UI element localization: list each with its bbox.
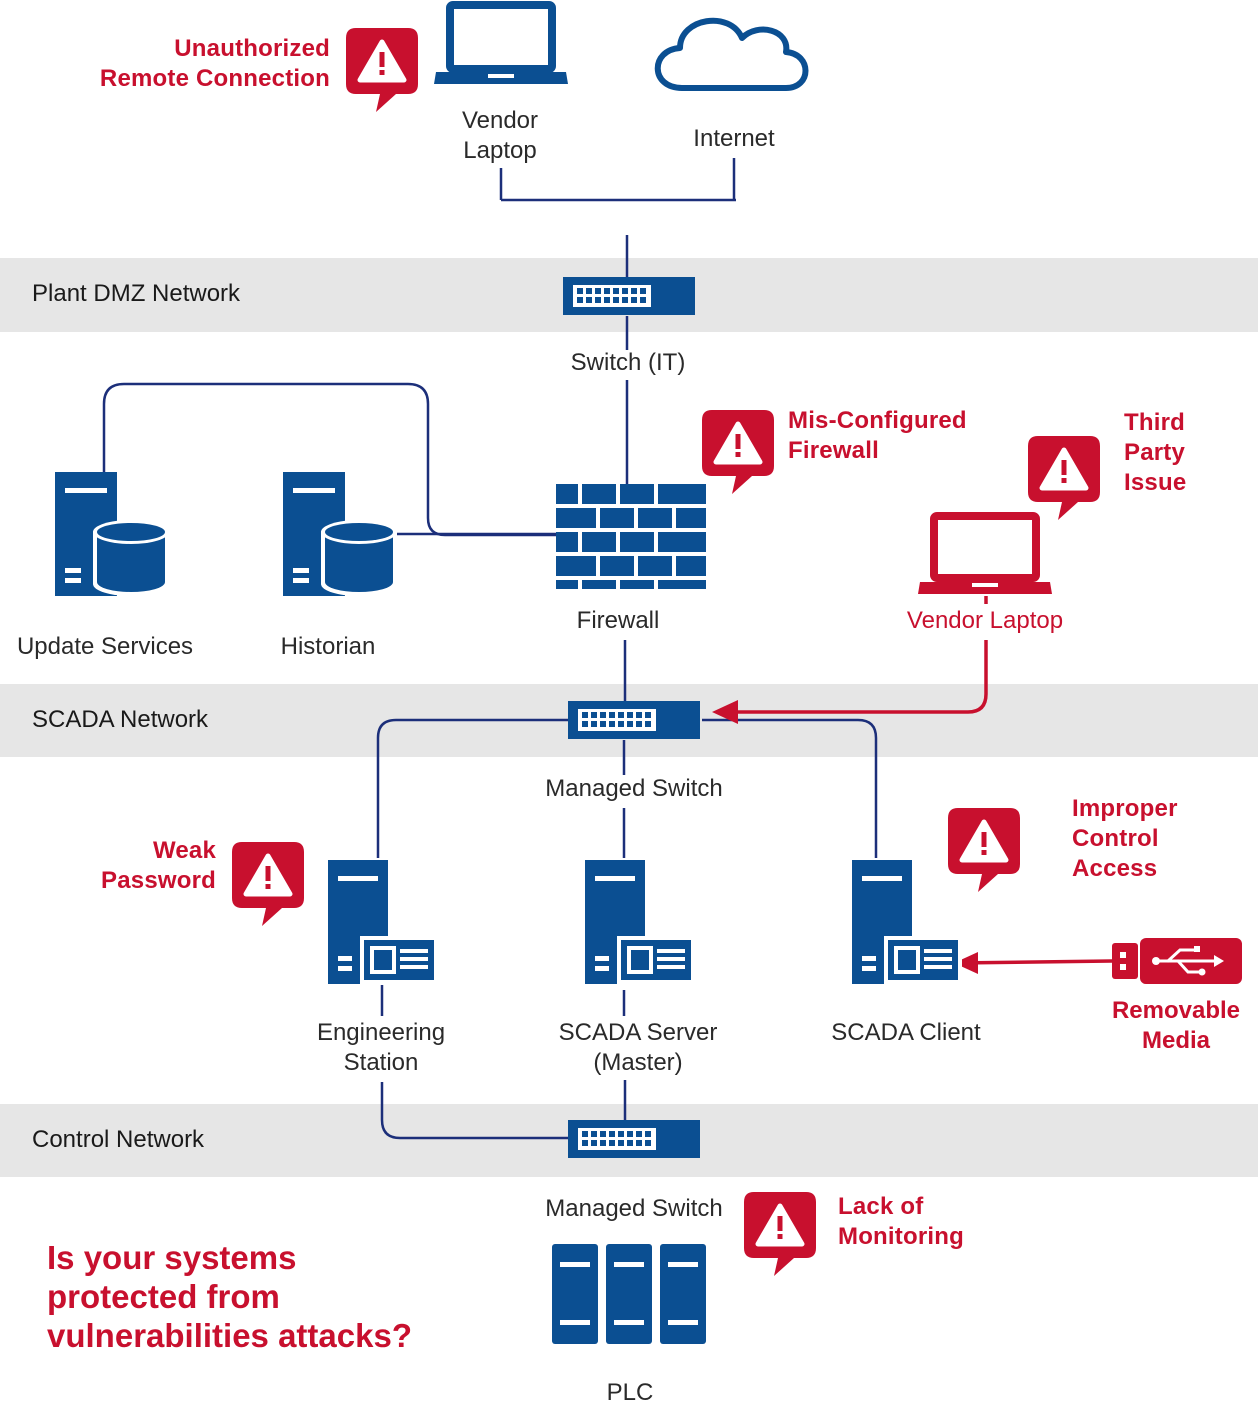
laptop-icon <box>434 1 568 84</box>
workstation-icon <box>328 860 438 984</box>
laptop-icon <box>918 512 1052 594</box>
connection-lines <box>102 158 878 1140</box>
weak-password-warning: Weak Password <box>101 837 216 894</box>
arrow-head <box>712 700 738 724</box>
vendor-laptop-label: Vendor Laptop <box>461 107 539 164</box>
usb-drive-icon <box>1112 938 1242 984</box>
workstation-icon <box>585 860 695 984</box>
warning-icon <box>948 808 1020 892</box>
managed-switch-scada-label: Managed Switch <box>545 775 723 802</box>
control-network-label: Control Network <box>32 1126 205 1153</box>
scada-client-label: SCADA Client <box>831 1019 981 1046</box>
internet-label: Internet <box>693 125 775 152</box>
warning-icon <box>346 28 418 112</box>
vendor-laptop-red-label: Vendor Laptop <box>906 607 1064 634</box>
server-database-icon <box>283 472 397 596</box>
update-services-label: Update Services <box>16 633 194 660</box>
security-question: Is your systems protected from vulnerabi… <box>47 1239 412 1354</box>
firewall-icon <box>556 484 706 589</box>
scada-network-label: SCADA Network <box>32 706 209 733</box>
switch-icon <box>563 277 695 315</box>
warning-icon <box>744 1192 816 1276</box>
warning-icon <box>1028 436 1100 520</box>
workstation-icon <box>852 860 962 984</box>
improper-access-warning: Improper Control Access <box>1072 795 1178 882</box>
engineering-station-label: Engineering Station <box>316 1019 446 1076</box>
lack-monitoring-warning: Lack of Monitoring <box>838 1193 964 1250</box>
unauthorized-remote-warning: Unauthorized Remote Connection <box>99 35 330 92</box>
switch-icon <box>568 1120 700 1158</box>
cloud-icon <box>654 17 809 91</box>
arrow-head <box>954 952 978 974</box>
warning-icon <box>702 410 774 494</box>
warning-icon <box>232 842 304 926</box>
scada-server-label: SCADA Server (Master) <box>558 1019 718 1076</box>
switch-it-label: Switch (IT) <box>570 349 686 376</box>
dmz-network-label: Plant DMZ Network <box>32 280 241 307</box>
server-database-icon <box>55 472 169 596</box>
firewall-label: Firewall <box>576 607 660 634</box>
managed-switch-control-label: Managed Switch <box>545 1195 723 1222</box>
misconfigured-firewall-warning: Mis-Configured Firewall <box>788 407 967 464</box>
plc-label: PLC <box>606 1379 654 1406</box>
red-connection-lines <box>730 596 1113 965</box>
third-party-warning: Third Party Issue <box>1124 409 1187 496</box>
removable-media-label: Removable Media <box>1111 997 1241 1054</box>
historian-label: Historian <box>280 633 376 660</box>
switch-icon <box>568 701 700 739</box>
plc-icon <box>552 1244 706 1344</box>
